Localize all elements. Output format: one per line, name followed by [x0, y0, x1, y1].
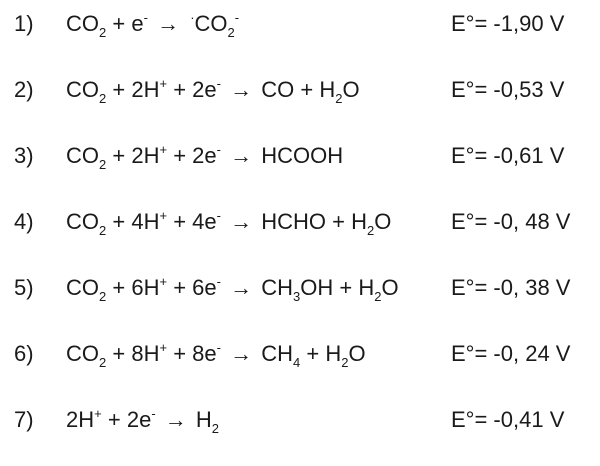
- arrow-icon: →: [230, 341, 253, 366]
- reaction-number: 5): [14, 275, 34, 300]
- reaction-row-7: 7) 2H+ + 2e- → H2 E°= -0,41 V: [0, 400, 600, 440]
- reaction-number: 7): [14, 407, 34, 432]
- arrow-icon: →: [157, 11, 180, 36]
- reduction-potential: E°= -0, 48 V: [451, 209, 571, 234]
- reaction-number: 4): [14, 209, 34, 234]
- radical-dot: ·: [190, 10, 195, 25]
- reduction-potential: E°= -0, 38 V: [451, 275, 571, 300]
- arrow-icon: →: [230, 143, 253, 168]
- reaction-row-4: 4) CO2 + 4H+ + 4e- → HCHO + H2O E°= -0, …: [0, 202, 600, 242]
- reaction-equation: CO2 + e- → ·CO2-: [66, 4, 239, 47]
- reaction-number: 2): [14, 77, 34, 102]
- reduction-potential: E°= -1,90 V: [451, 11, 565, 36]
- reaction-number: 1): [14, 11, 34, 36]
- reaction-equation: CO2 + 8H+ + 8e- → CH4 + H2O: [66, 334, 366, 374]
- arrow-icon: →: [230, 77, 253, 102]
- reaction-equation: CO2 + 4H+ + 4e- → HCHO + H2O: [66, 202, 391, 242]
- reaction-row-5: 5) CO2 + 6H+ + 6e- → CH3OH + H2O E°= -0,…: [0, 268, 600, 308]
- arrow-icon: →: [164, 407, 187, 432]
- reduction-potential: E°= -0,61 V: [451, 143, 565, 168]
- reaction-equation: 2H+ + 2e- → H2: [66, 400, 219, 440]
- reduction-potential: E°= -0, 24 V: [451, 341, 571, 366]
- reduction-potential: E°= -0,41 V: [451, 407, 565, 432]
- reaction-equation: CO2 + 6H+ + 6e- → CH3OH + H2O: [66, 268, 399, 308]
- reaction-row-3: 3) CO2 + 2H+ + 2e- → HCOOH E°= -0,61 V: [0, 136, 600, 176]
- arrow-icon: →: [230, 275, 253, 300]
- reduction-potential: E°= -0,53 V: [451, 77, 565, 102]
- arrow-icon: →: [230, 209, 253, 234]
- reaction-row-1: 1) CO2 + e- → ·CO2- E°= -1,90 V: [0, 4, 600, 44]
- reaction-number: 3): [14, 143, 34, 168]
- reaction-equation: CO2 + 2H+ + 2e- → HCOOH: [66, 136, 343, 176]
- reaction-number: 6): [14, 341, 34, 366]
- reaction-row-6: 6) CO2 + 8H+ + 8e- → CH4 + H2O E°= -0, 2…: [0, 334, 600, 374]
- reaction-equation: CO2 + 2H+ + 2e- → CO + H2O: [66, 70, 360, 110]
- reaction-row-2: 2) CO2 + 2H+ + 2e- → CO + H2O E°= -0,53 …: [0, 70, 600, 110]
